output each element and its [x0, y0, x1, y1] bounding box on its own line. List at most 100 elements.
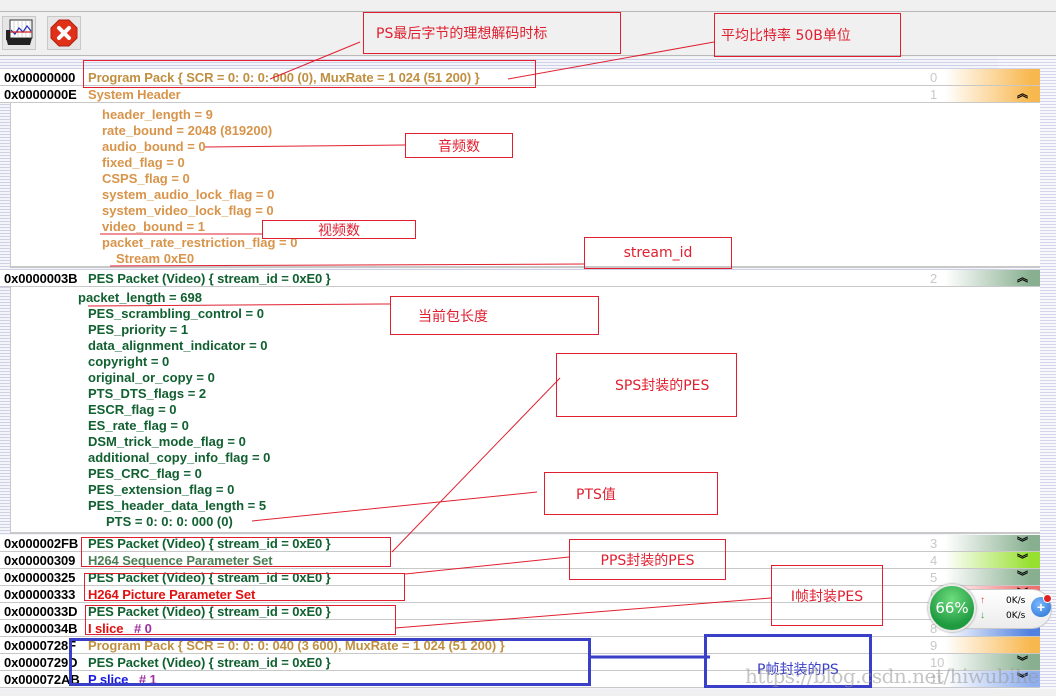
packet-color-bar — [945, 535, 1040, 551]
annotation-video: 视频数 — [262, 220, 416, 239]
annotation-sps-rows-box — [81, 537, 391, 567]
slice-type: I slice — [88, 621, 124, 636]
collapse-icon[interactable]: ︽ — [1017, 88, 1028, 100]
packet-title: PES Packet (Video) { stream_id = 0xE0 } — [88, 271, 331, 286]
upload-rate: 0K/s — [1006, 596, 1026, 606]
packet-color-bar — [945, 569, 1040, 585]
annotation-text: 当前包长度 — [418, 308, 488, 325]
packet-color-bar — [945, 69, 1040, 85]
packet-color-bar — [945, 270, 1040, 286]
packet-index: 2 — [930, 271, 938, 286]
annotation-text: PTS值 — [576, 486, 616, 503]
system-header-field: audio_bound = 0 — [102, 139, 206, 154]
annotation-text: PPS封装的PES — [600, 552, 695, 569]
expand-icon[interactable]: ︾ — [1017, 554, 1028, 566]
packet-offset: 0x0000034B — [4, 621, 78, 636]
system-header-details — [10, 103, 1040, 268]
system-header-field: rate_bound = 2048 (819200) — [102, 123, 273, 138]
packet-offset: 0x0000033D — [4, 604, 78, 619]
close-button[interactable] — [47, 16, 81, 50]
packet-index: 8 — [930, 621, 938, 636]
pes-field: original_or_copy = 0 — [88, 370, 215, 385]
packet-index: 0 — [930, 70, 938, 85]
packet-title: H264 Sequence Parameter Set — [88, 553, 273, 568]
packet-index: 10 — [930, 655, 945, 670]
annotation-pts: PTS值 — [544, 472, 718, 515]
packet-row[interactable]: 0x0000003B PES Packet (Video) { stream_id… — [0, 270, 1040, 287]
packet-color-bar — [945, 552, 1040, 568]
chart-view-button[interactable] — [2, 16, 36, 50]
system-header-field: video_bound = 1 — [102, 219, 205, 234]
packet-offset: 0x00000325 — [4, 570, 76, 585]
packet-title: PES Packet (Video) { stream_id = 0xE0 } — [88, 604, 331, 619]
annotation-packet-length: 当前包长度 — [390, 296, 599, 335]
annotation-sps: SPS封装的PES — [556, 353, 737, 417]
packet-index: 1 — [930, 87, 938, 102]
packet-offset: 0x000072AB — [4, 672, 80, 687]
pes-field: PES_extension_flag = 0 — [88, 482, 235, 497]
packet-title: H264 Picture Parameter Set — [88, 587, 256, 602]
memory-usage-ball[interactable]: 66% — [928, 584, 976, 632]
packet-color-bar — [945, 654, 1040, 670]
packet-title: Program Pack { SCR = 0: 0: 0: 040 (3 600… — [88, 638, 505, 653]
pes-field: PES_scrambling_control = 0 — [88, 306, 264, 321]
pes-field: data_alignment_indicator = 0 — [88, 338, 268, 353]
pes-field: DSM_trick_mode_flag = 0 — [88, 434, 246, 449]
annotation-text: 平均比特率 50B单位 — [721, 28, 851, 44]
pes-field: packet_length = 698 — [78, 290, 202, 305]
packet-offset: 0x0000000E — [4, 87, 77, 102]
system-header-field: system_audio_lock_flag = 0 — [102, 187, 275, 202]
collapse-icon[interactable]: ︽ — [1017, 272, 1028, 284]
packet-index: 9 — [930, 638, 938, 653]
pes-field: PES_header_data_length = 5 — [88, 498, 267, 513]
annotation-iframe-rows-box — [85, 605, 396, 635]
annotation-text: PS最后字节的理想解码时标 — [376, 26, 548, 42]
packet-title: I slice # 0 — [88, 620, 152, 637]
expand-icon[interactable]: ︾ — [1017, 673, 1028, 685]
pes-field: ES_rate_flag = 0 — [88, 418, 189, 433]
packet-title: PES Packet (Video) { stream_id = 0xE0 } — [88, 536, 331, 551]
expand-icon[interactable]: ︾ — [1017, 656, 1028, 668]
chart-monitor-icon — [6, 19, 33, 45]
usage-percent: 66% — [935, 599, 969, 617]
network-speed-widget[interactable]: 66% ↑ ↓ 0K/s 0K/s + — [928, 584, 1053, 632]
pes-field: PTS = 0: 0: 0: 000 (0) — [106, 514, 233, 529]
packet-title: PES Packet (Video) { stream_id = 0xE0 } — [88, 655, 331, 670]
annotation-pps-rows-box — [84, 573, 405, 601]
annotation-pframe-rows-box — [69, 638, 591, 686]
expand-icon[interactable]: ︾ — [1017, 571, 1028, 583]
annotation-pframe: P帧封装的PS — [704, 634, 872, 688]
annotation-text: 音频数 — [438, 138, 480, 155]
packet-index: 3 — [930, 536, 938, 551]
pes-field: ESCR_flag = 0 — [88, 402, 177, 417]
expand-icon[interactable]: ︾ — [1017, 537, 1028, 549]
system-header-field: header_length = 9 — [102, 107, 213, 122]
packet-index: 5 — [930, 570, 938, 585]
download-arrow-icon: ↓ — [980, 610, 985, 621]
pes-field: PTS_DTS_flags = 2 — [88, 386, 207, 401]
annotation-pps: PPS封装的PES — [569, 539, 726, 580]
slice-number: # 0 — [133, 621, 152, 636]
annotation-text: I帧封装PES — [790, 588, 864, 605]
packet-color-bar — [945, 671, 1040, 687]
annotation-text: P帧封装的PS — [757, 662, 839, 678]
packet-offset: 0x0000003B — [4, 271, 78, 286]
system-header-field: fixed_flag = 0 — [102, 155, 185, 170]
pes-field: PES_CRC_flag = 0 — [88, 466, 202, 481]
pes-field: copyright = 0 — [88, 354, 170, 369]
packet-color-bar — [945, 637, 1040, 653]
pes-field: PES_priority = 1 — [88, 322, 189, 337]
packet-offset: 0x00000333 — [4, 587, 76, 602]
annotation-audio: 音频数 — [405, 133, 513, 158]
packet-index: 4 — [930, 553, 938, 568]
annotation-scr: PS最后字节的理想解码时标 — [363, 12, 621, 54]
system-header-field: CSPS_flag = 0 — [102, 171, 190, 186]
close-stop-icon — [50, 19, 78, 47]
packet-color-bar — [945, 86, 1040, 102]
notification-dot — [1043, 594, 1052, 603]
upload-arrow-icon: ↑ — [980, 595, 985, 606]
annotation-stream-id: stream_id — [584, 237, 732, 269]
